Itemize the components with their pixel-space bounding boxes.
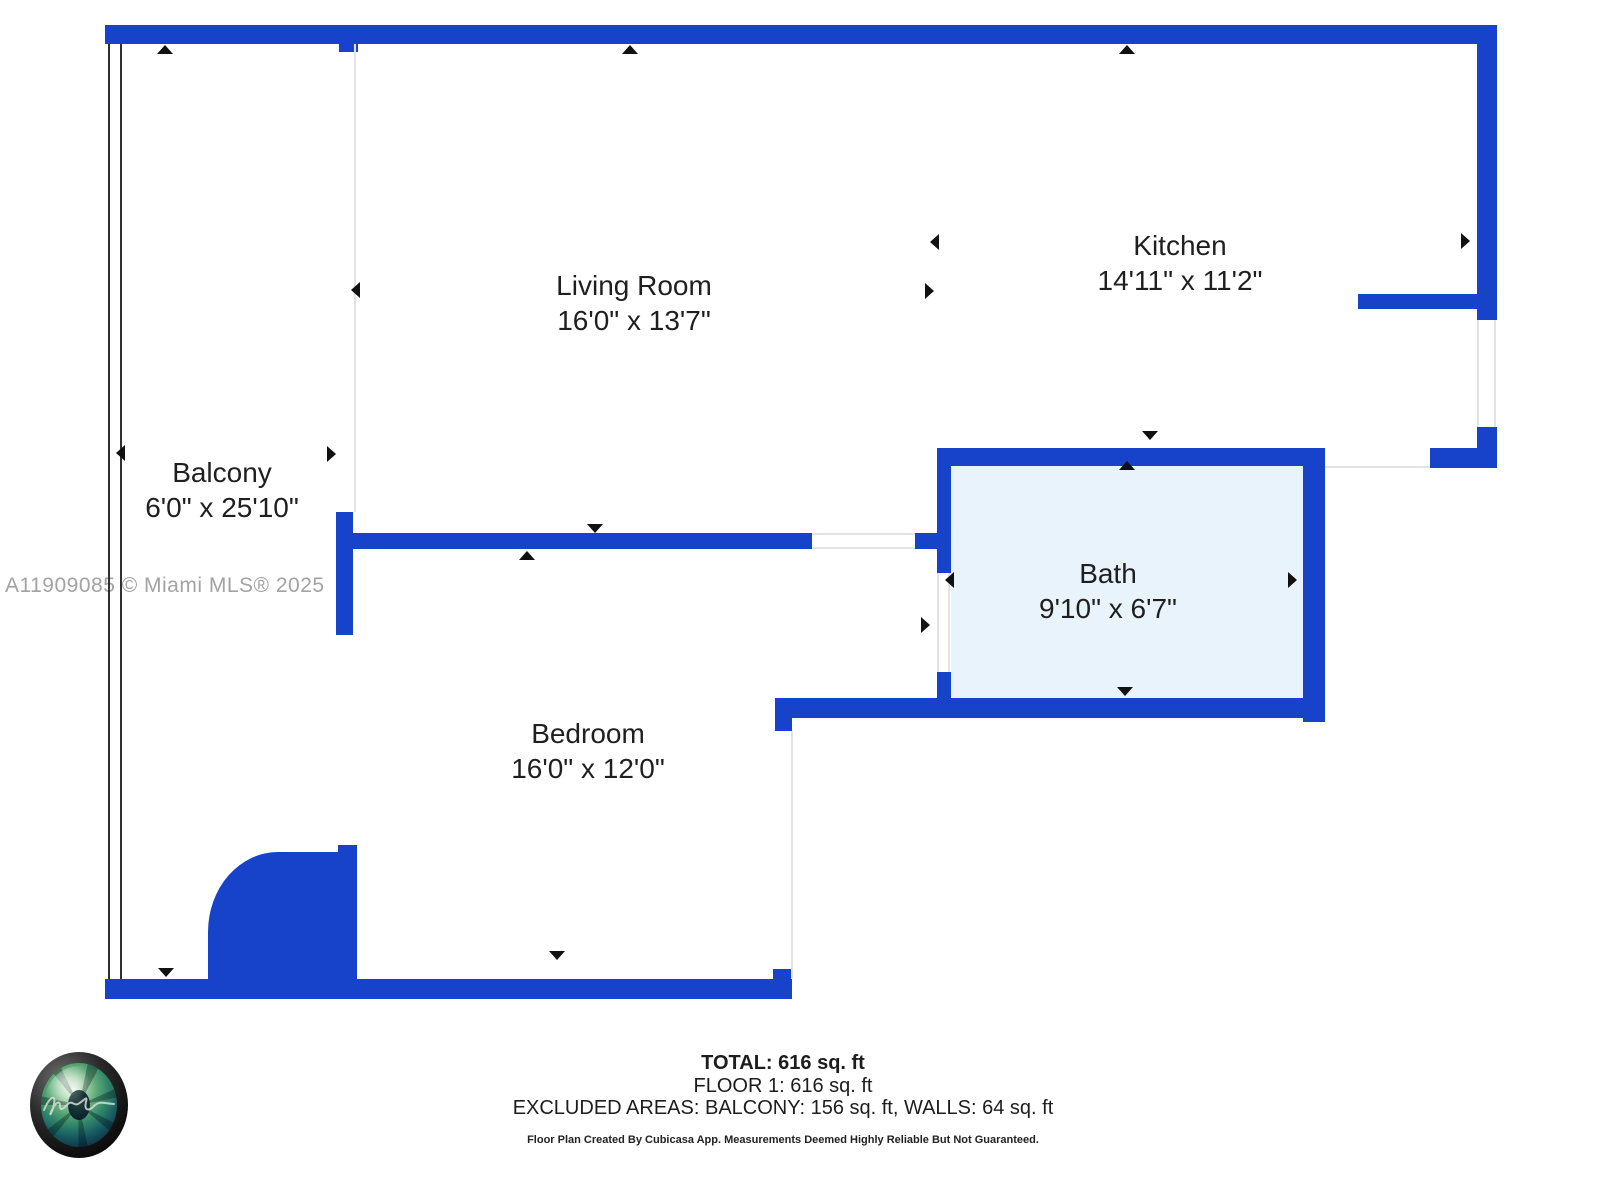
door-threshold-hall-bottom — [812, 547, 915, 549]
direction-marker-arrow — [945, 572, 954, 588]
balcony-rail-outer-line — [108, 44, 110, 979]
wall-bath-top — [937, 448, 1325, 466]
wall-bath-left-upper — [937, 466, 951, 573]
direction-marker-arrow — [1142, 431, 1158, 440]
entry-door-line-left — [1477, 320, 1479, 427]
wall-right-kitchen — [1477, 25, 1497, 320]
wall-top-exterior — [105, 25, 1497, 44]
wall-kitchen-inner — [1358, 294, 1477, 309]
room-dimensions: 14'11" x 11'2" — [1097, 265, 1263, 296]
room-label-living-room: Living Room 16'0" x 13'7" — [556, 268, 712, 338]
wall-balcony-divider — [336, 512, 353, 635]
kitchen-hall-threshold — [1325, 466, 1430, 468]
entry-door-swing — [208, 852, 357, 979]
direction-marker-arrow — [549, 951, 565, 960]
door-threshold-hall-top — [812, 533, 915, 535]
room-name: Bath — [1079, 558, 1137, 589]
floor-area-text: FLOOR 1: 616 sq. ft — [693, 1075, 873, 1097]
room-label-kitchen: Kitchen 14'11" x 11'2" — [1098, 228, 1263, 298]
open-boundary-bedroom-right — [791, 731, 793, 979]
direction-marker-arrow — [158, 968, 174, 977]
disclaimer-text: Floor Plan Created By Cubicasa App. Meas… — [527, 1134, 1039, 1146]
direction-marker-arrow — [622, 45, 638, 54]
balcony-rail-inner-line — [120, 44, 122, 979]
open-boundary-balcony-living — [354, 44, 356, 512]
room-name: Kitchen — [1133, 230, 1227, 261]
room-name: Bedroom — [531, 718, 645, 749]
mls-watermark: A11909085 © Miami MLS® 2025 — [5, 574, 325, 597]
bath-door-line-left — [937, 573, 939, 672]
wall-bottom-exterior — [105, 979, 792, 999]
bath-floor-fill — [951, 466, 1303, 698]
direction-marker-arrow — [1117, 687, 1133, 696]
wall-hall-stub — [915, 533, 937, 549]
direction-marker-arrow — [1461, 233, 1470, 249]
direction-marker-arrow — [351, 282, 360, 298]
wall-bath-bottom-drop — [775, 718, 792, 731]
room-dimensions: 6'0" x 25'10" — [145, 492, 299, 523]
direction-marker-arrow — [116, 445, 125, 461]
direction-marker-arrow — [930, 234, 939, 250]
room-label-bath: Bath 9'10" x 6'7" — [1039, 556, 1177, 626]
wall-living-bedroom — [353, 533, 812, 549]
direction-marker-arrow — [1288, 572, 1297, 588]
photographer-logo — [30, 1052, 128, 1158]
direction-marker-arrow — [519, 551, 535, 560]
room-name: Living Room — [556, 270, 712, 301]
room-label-bedroom: Bedroom 16'0" x 12'0" — [511, 716, 665, 786]
room-name: Balcony — [172, 457, 272, 488]
wall-top-stub — [339, 44, 358, 52]
direction-marker-arrow — [1119, 45, 1135, 54]
area-summary: TOTAL: 616 sq. ft FLOOR 1: 616 sq. ft EX… — [0, 1052, 1566, 1146]
room-dimensions: 16'0" x 12'0" — [511, 753, 665, 784]
direction-marker-arrow — [157, 45, 173, 54]
wall-bath-left-lower — [937, 672, 951, 700]
direction-marker-arrow — [327, 446, 336, 462]
wall-bottom-notch — [773, 969, 792, 979]
direction-marker-arrow — [925, 283, 934, 299]
bath-door-line-right — [948, 573, 950, 672]
entry-door-swing-tab — [338, 845, 357, 855]
direction-marker-arrow — [921, 617, 930, 633]
excluded-areas-text: EXCLUDED AREAS: BALCONY: 156 sq. ft, WAL… — [512, 1097, 1054, 1119]
wall-bath-bottom — [775, 698, 1325, 718]
direction-marker-arrow — [1119, 461, 1135, 470]
room-dimensions: 9'10" x 6'7" — [1039, 593, 1177, 624]
wall-entry-stub-horizontal — [1430, 448, 1497, 468]
wall-bath-right — [1303, 466, 1325, 722]
total-area-text: TOTAL: 616 sq. ft — [701, 1052, 865, 1074]
photographer-signature — [43, 1096, 115, 1116]
room-label-balcony: Balcony 6'0" x 25'10" — [145, 455, 299, 525]
direction-marker-arrow — [587, 524, 603, 533]
entry-door-line-right — [1494, 320, 1496, 427]
room-dimensions: 16'0" x 13'7" — [557, 305, 711, 336]
